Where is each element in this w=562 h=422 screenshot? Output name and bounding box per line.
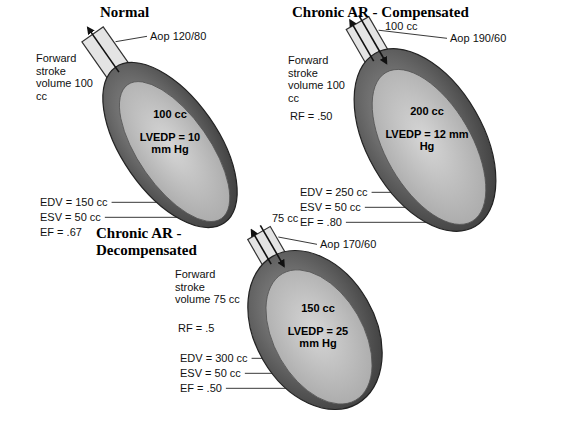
leader-line xyxy=(346,222,428,223)
value-label: ESV = 50 cc xyxy=(300,201,361,214)
ventricle-text: 100 cc LVEDP = 10 mm Hg xyxy=(130,108,210,156)
leader-line xyxy=(278,237,317,244)
value-label: ESV = 50 cc xyxy=(180,367,241,380)
leader-line xyxy=(116,36,147,41)
volume-label: 100 cc xyxy=(130,108,210,121)
value-label: 100 cc xyxy=(385,20,417,33)
forward-flow-arrow xyxy=(252,230,271,264)
leader-line xyxy=(226,388,288,389)
ventricle-text: 150 cc LVEDP = 25 mm Hg xyxy=(278,302,358,350)
ventricle-group xyxy=(204,198,409,422)
panel-heading: Normal xyxy=(100,4,149,21)
pressure-label: LVEDP = 12 mm Hg xyxy=(383,128,471,153)
leader-line xyxy=(365,207,408,208)
ventricle-cavity xyxy=(349,51,509,243)
value-label: EDV = 250 cc xyxy=(300,186,368,199)
leader-line xyxy=(245,373,275,374)
volume-label: 150 cc xyxy=(278,302,358,315)
pressure-label: LVEDP = 25 mm Hg xyxy=(278,325,358,350)
ventricle-wall xyxy=(325,24,525,255)
value-label: Forward stroke volume 75 cc xyxy=(175,268,243,306)
leader-line xyxy=(372,192,394,193)
value-label: EF = .50 xyxy=(180,382,222,395)
value-label: Aop 190/60 xyxy=(450,32,506,45)
ventricle-cavity xyxy=(99,64,251,239)
leader-line xyxy=(112,202,160,203)
ventricle-cavity xyxy=(244,251,394,422)
regurgitant-flow-arrow xyxy=(359,15,387,63)
value-label: EDV = 150 cc xyxy=(40,196,108,209)
leader-line xyxy=(252,358,266,359)
aorta-tube xyxy=(82,27,134,86)
pressure-label: LVEDP = 10 mm Hg xyxy=(130,131,210,156)
regurgitant-flow-arrow xyxy=(260,225,284,266)
value-label: Forward stroke volume 100 cc xyxy=(36,52,104,103)
aorta-tube xyxy=(248,227,291,276)
panel-heading: Chronic AR - Compensated xyxy=(292,4,469,21)
value-label: ESV = 50 cc xyxy=(40,211,101,224)
value-label: RF = .50 xyxy=(290,110,333,123)
value-label: Forward stroke volume 100 cc xyxy=(288,54,356,105)
value-label: RF = .5 xyxy=(178,322,214,335)
panel-heading: Chronic AR - Decompensated xyxy=(96,225,218,260)
volume-label: 200 cc xyxy=(383,105,471,118)
forward-flow-arrow xyxy=(88,28,119,72)
ventricle-wall xyxy=(76,40,264,251)
value-label: EF = .80 xyxy=(300,216,342,229)
value-label: EF = .67 xyxy=(40,226,82,239)
value-label: 75 cc xyxy=(272,212,298,225)
forward-flow-arrow xyxy=(350,20,374,61)
leader-line xyxy=(105,217,179,218)
value-label: EDV = 300 cc xyxy=(180,352,248,365)
ventricle-wall xyxy=(221,226,410,422)
value-label: Aop 170/60 xyxy=(320,238,376,251)
ventricle-text: 200 cc LVEDP = 12 mm Hg xyxy=(383,105,471,153)
value-label: Aop 120/80 xyxy=(150,30,206,43)
